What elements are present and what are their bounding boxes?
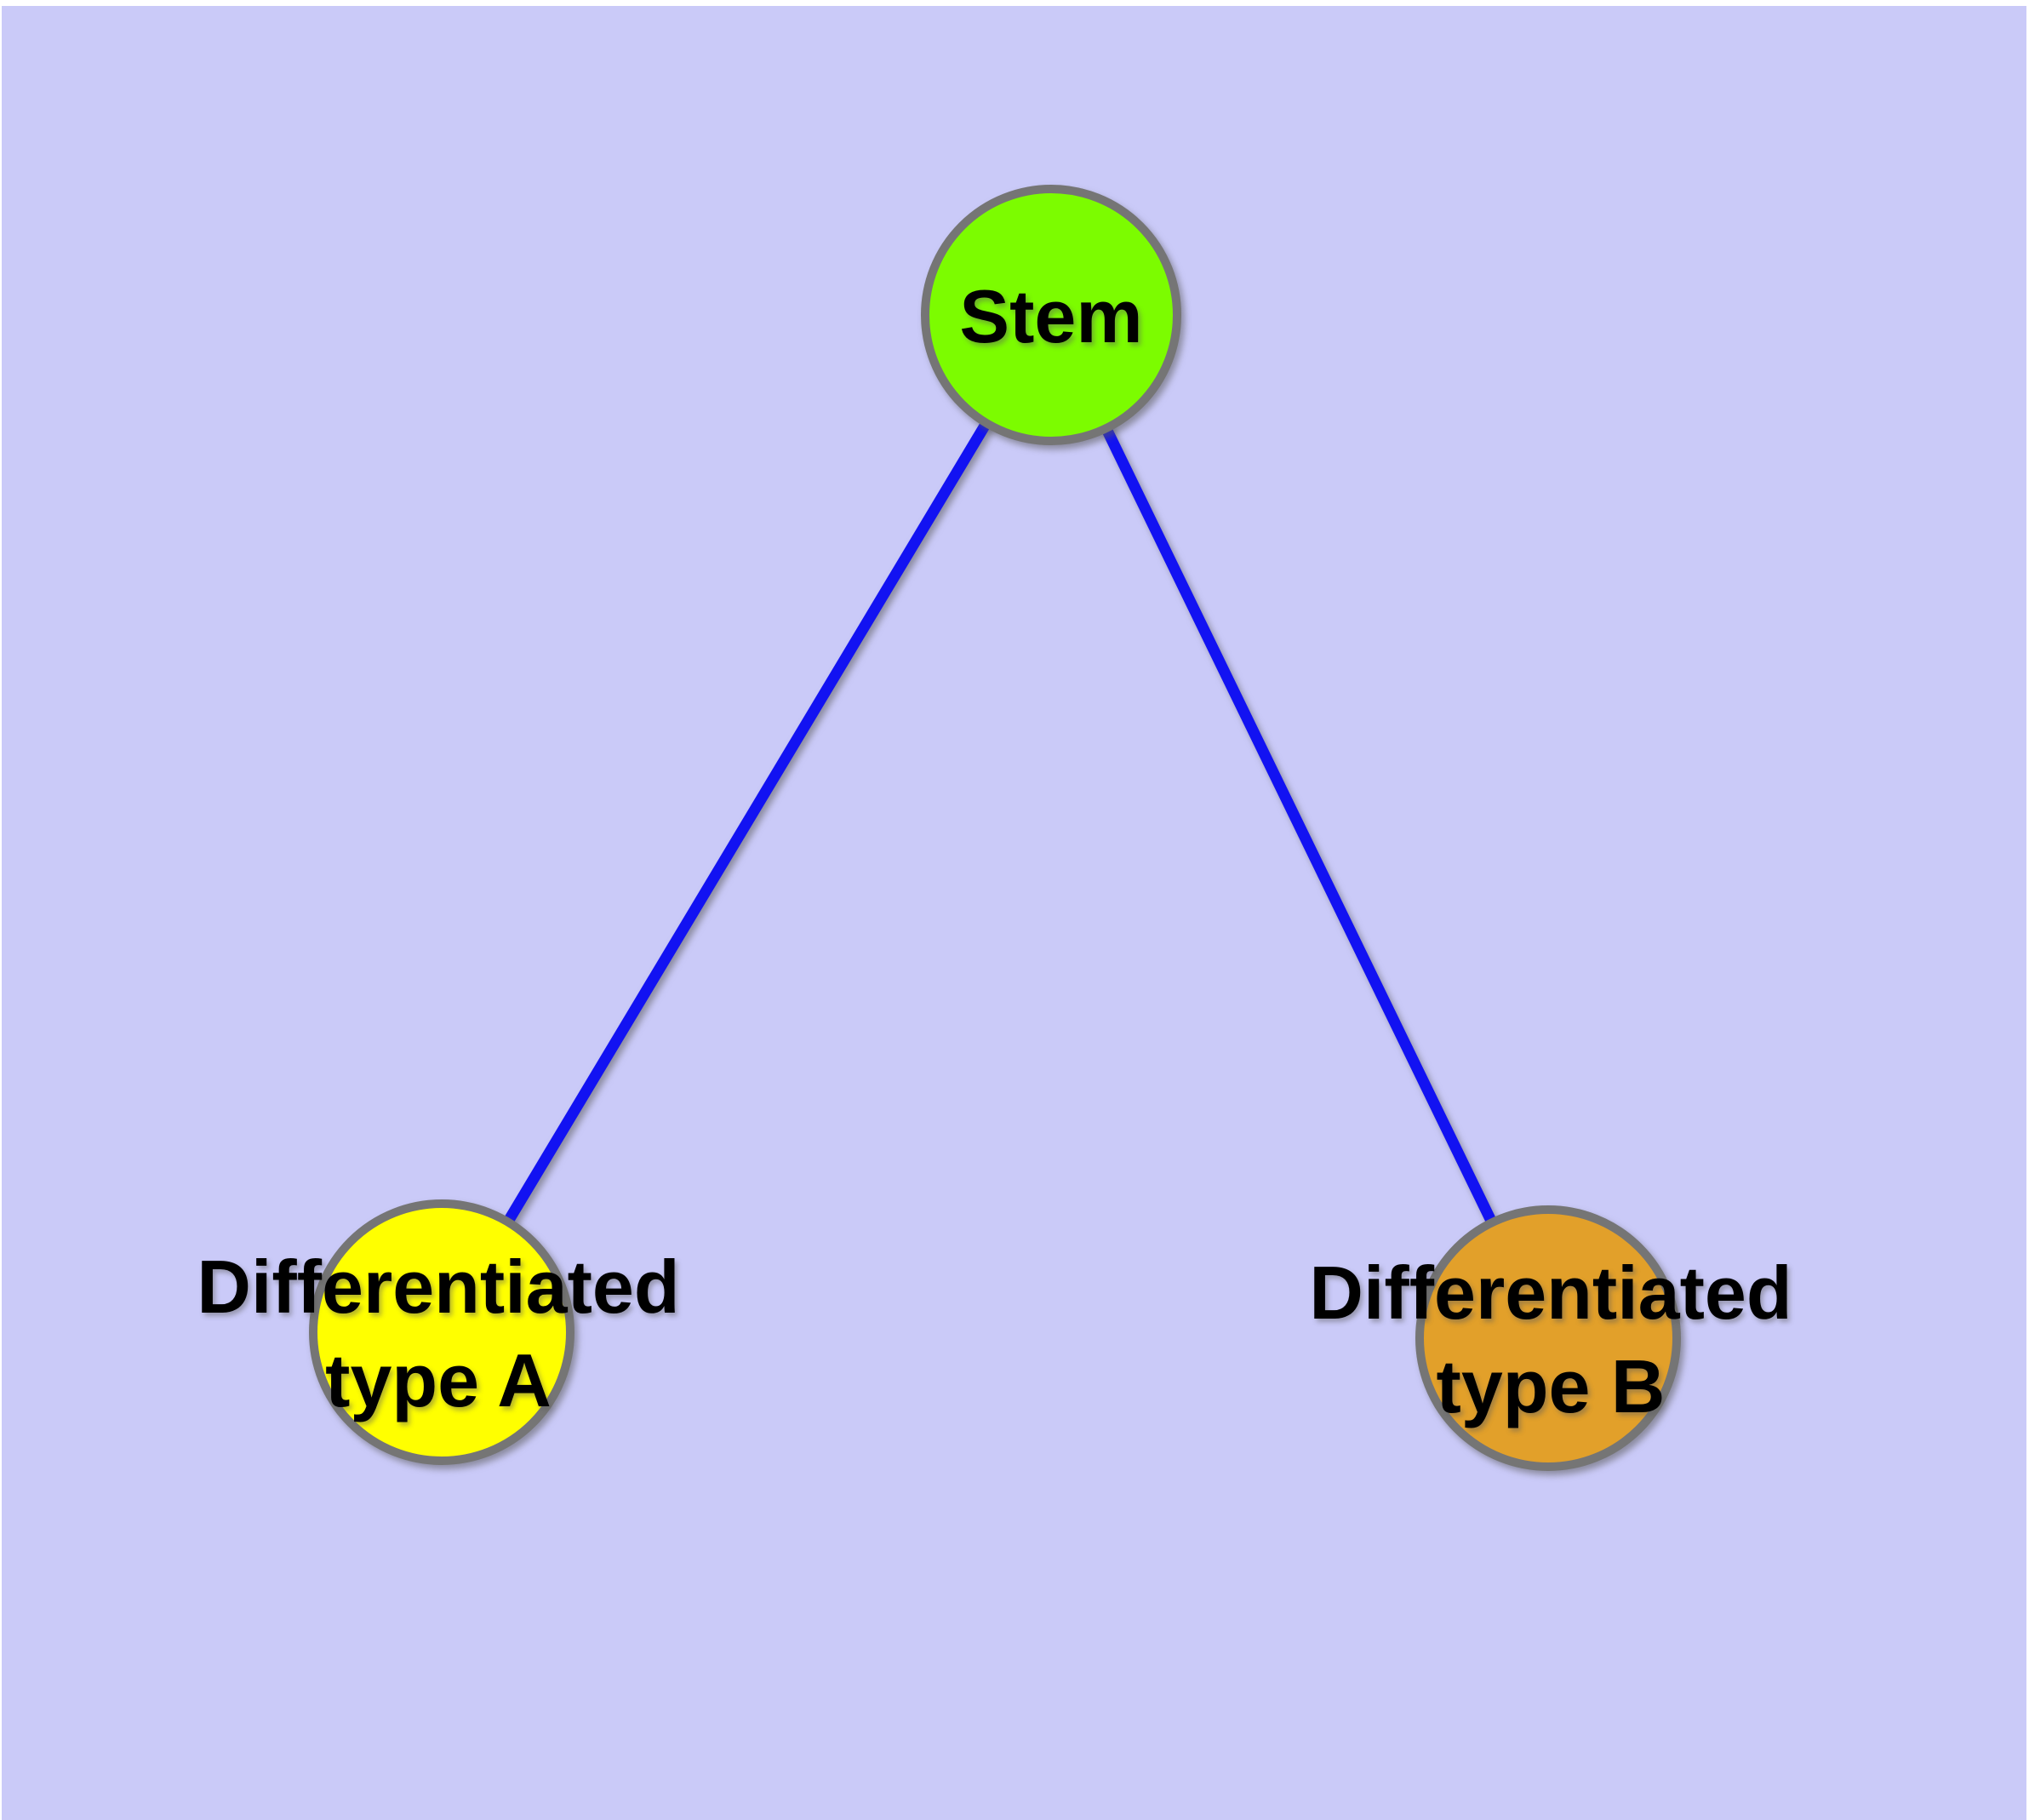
node-differentiated-type-b xyxy=(1415,1205,1681,1471)
edge-stem-to-type-a xyxy=(436,309,1057,1338)
edge-stem-to-type-b xyxy=(1045,309,1554,1344)
node-differentiated-type-a xyxy=(309,1199,574,1465)
node-stem xyxy=(921,185,1181,445)
